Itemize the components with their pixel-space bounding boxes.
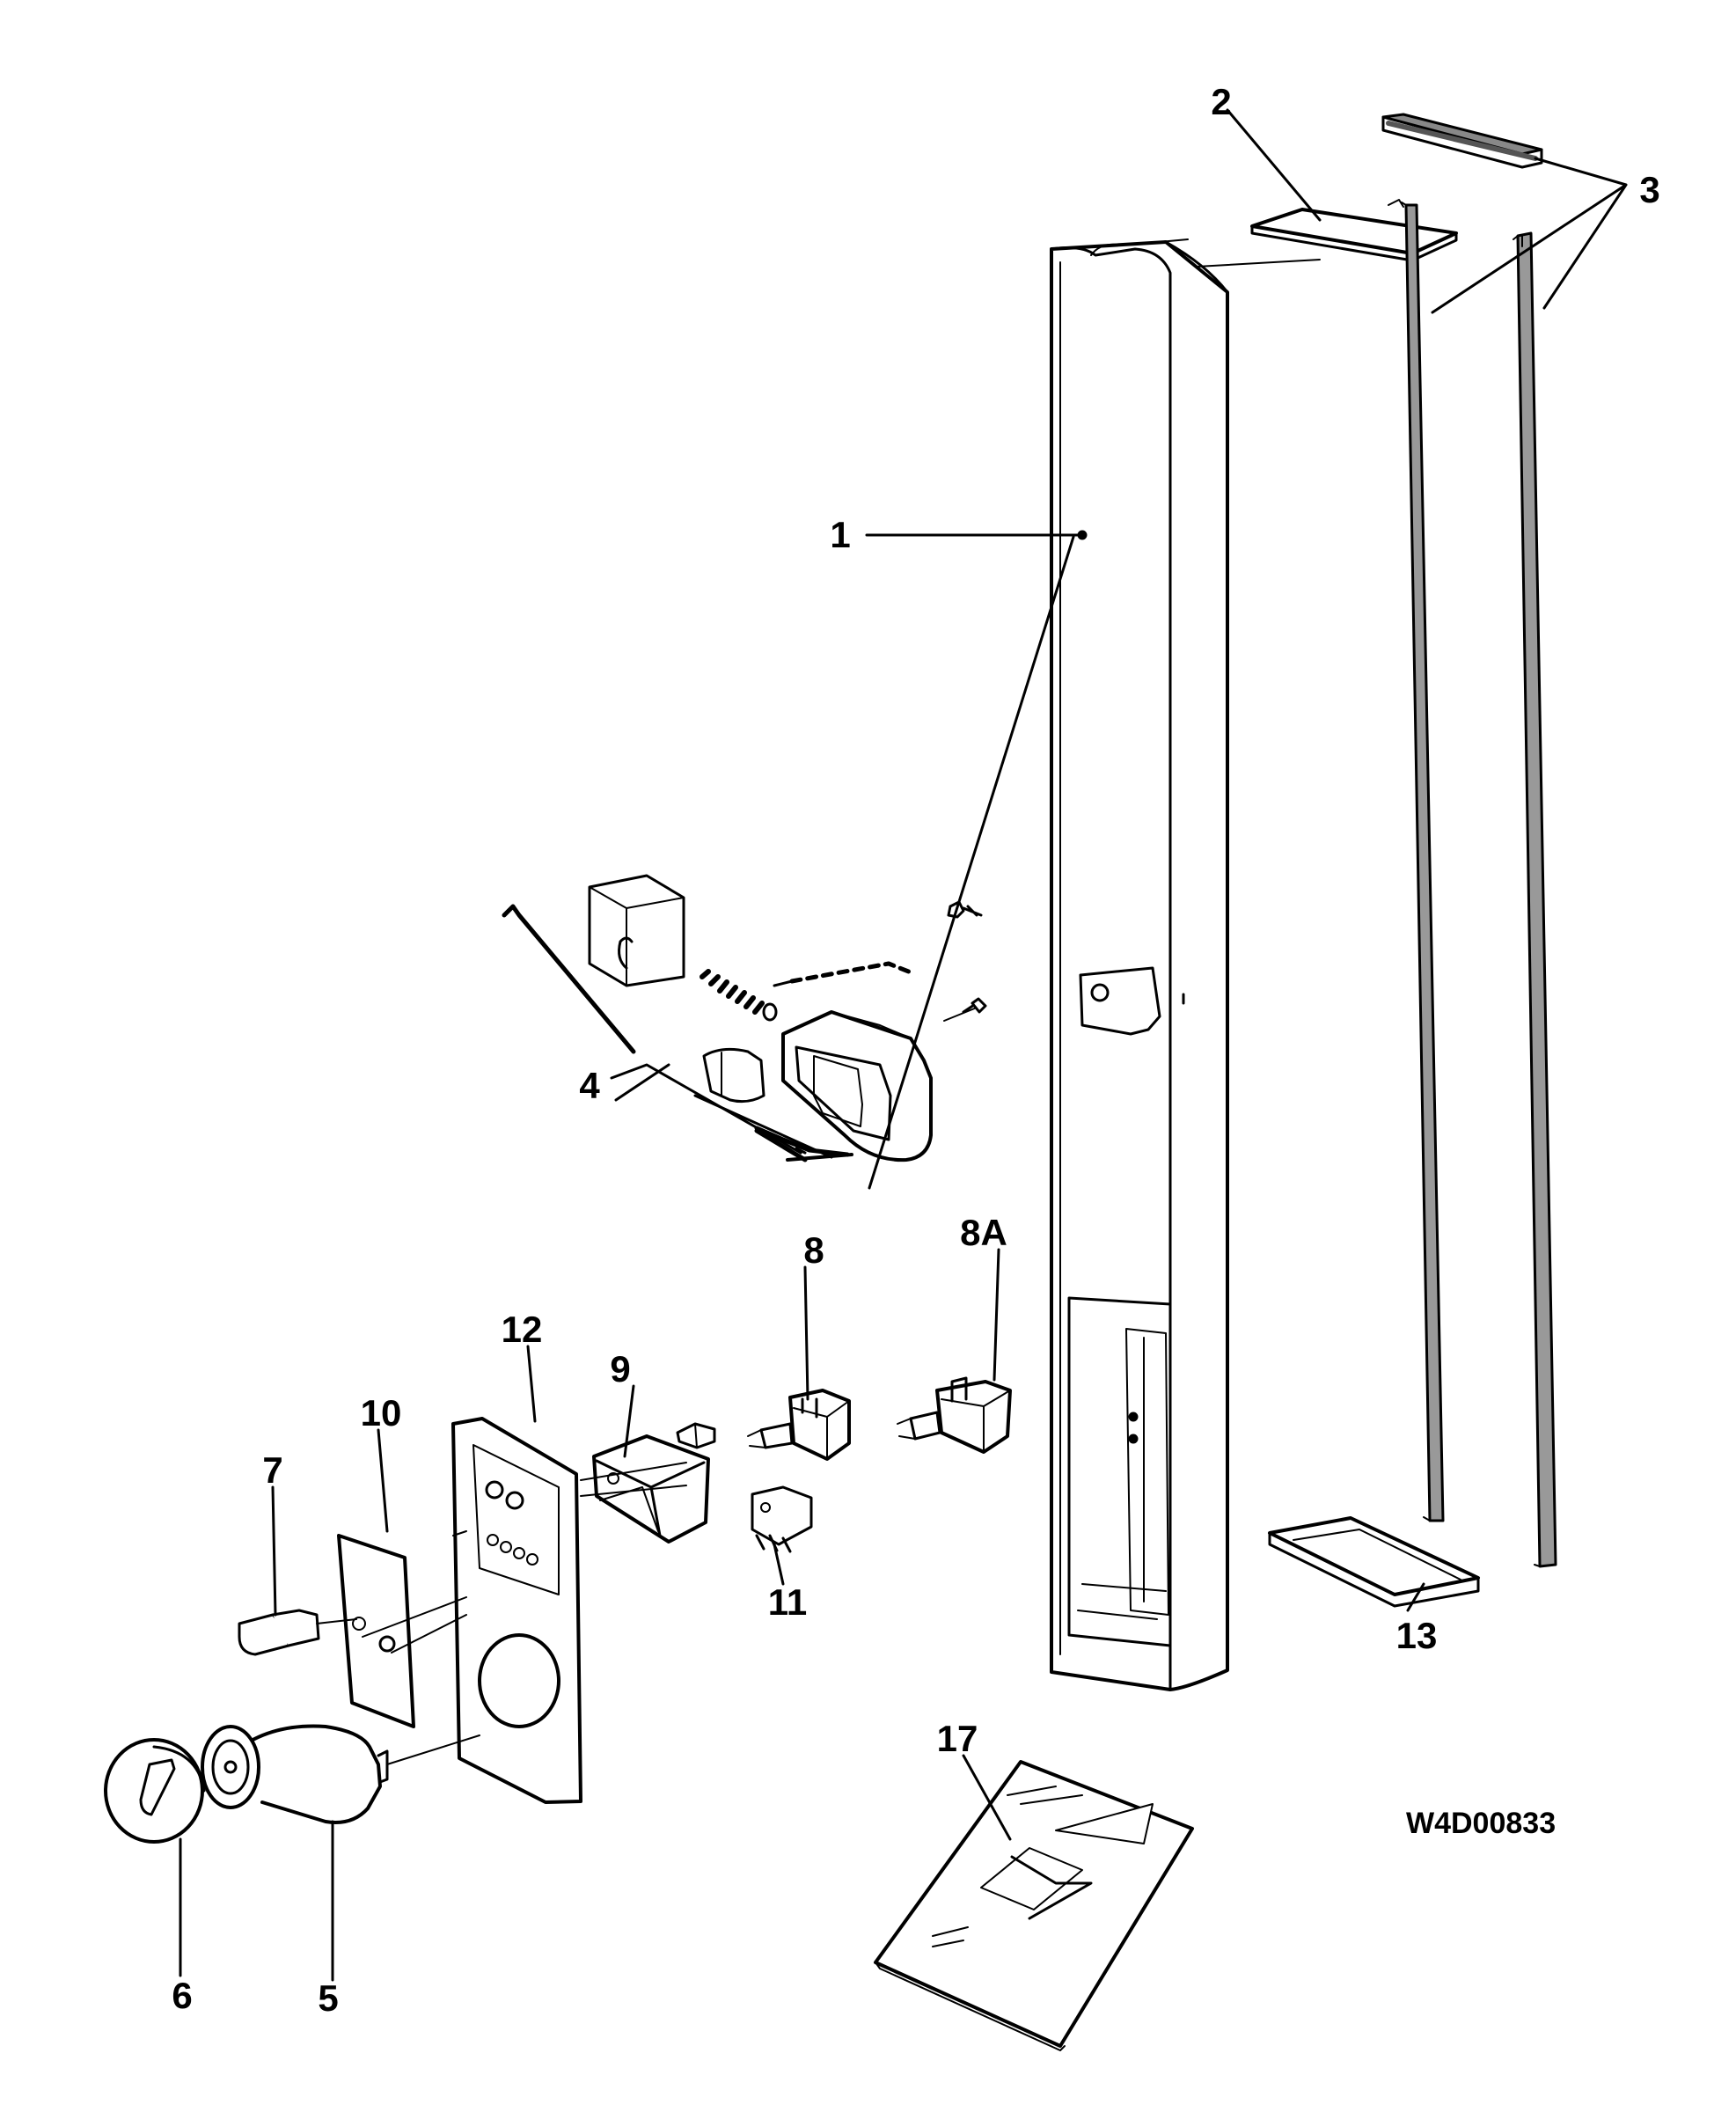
label-7: 7	[262, 1449, 282, 1491]
label-12: 12	[502, 1309, 543, 1350]
part-10-plate	[337, 1530, 467, 1728]
label-4: 4	[579, 1065, 600, 1106]
label-11: 11	[768, 1581, 807, 1623]
label-8: 8	[803, 1229, 824, 1271]
part-9-bracket	[592, 1422, 716, 1544]
label-13: 13	[1396, 1615, 1438, 1656]
part-5-knob-body	[201, 1724, 480, 1824]
part-1-door-panel	[1050, 238, 1321, 1691]
label-5: 5	[318, 1977, 338, 2019]
leader-lines	[179, 108, 1628, 1982]
part-8a-switch	[897, 1376, 1012, 1454]
part-2-top-cap	[1250, 208, 1458, 262]
part-3-seal-strips	[1381, 113, 1557, 1568]
part-labels: 1 2 3 4 5 6 7 8 8A 9 10 11 12 13 17 W4D0…	[172, 81, 1659, 2019]
label-6: 6	[172, 1975, 192, 2016]
part-6-cap	[104, 1738, 206, 1844]
part-11-connector	[751, 1485, 813, 1553]
part-7-pin	[238, 1609, 357, 1656]
label-17: 17	[937, 1718, 978, 1759]
label-10: 10	[361, 1392, 402, 1434]
label-8a: 8A	[960, 1212, 1007, 1253]
drawing-code: W4D00833	[1406, 1807, 1556, 1840]
label-2: 2	[1211, 81, 1231, 122]
part-13-bottom-cap	[1268, 1516, 1480, 1608]
label-9: 9	[610, 1348, 630, 1390]
part-17-manual	[874, 1760, 1194, 2051]
label-1: 1	[830, 514, 850, 555]
label-3: 3	[1639, 169, 1659, 210]
part-12-front-plate	[451, 1417, 687, 1804]
part-8-switch	[747, 1389, 851, 1461]
part-4-handle-assembly	[502, 874, 987, 1162]
